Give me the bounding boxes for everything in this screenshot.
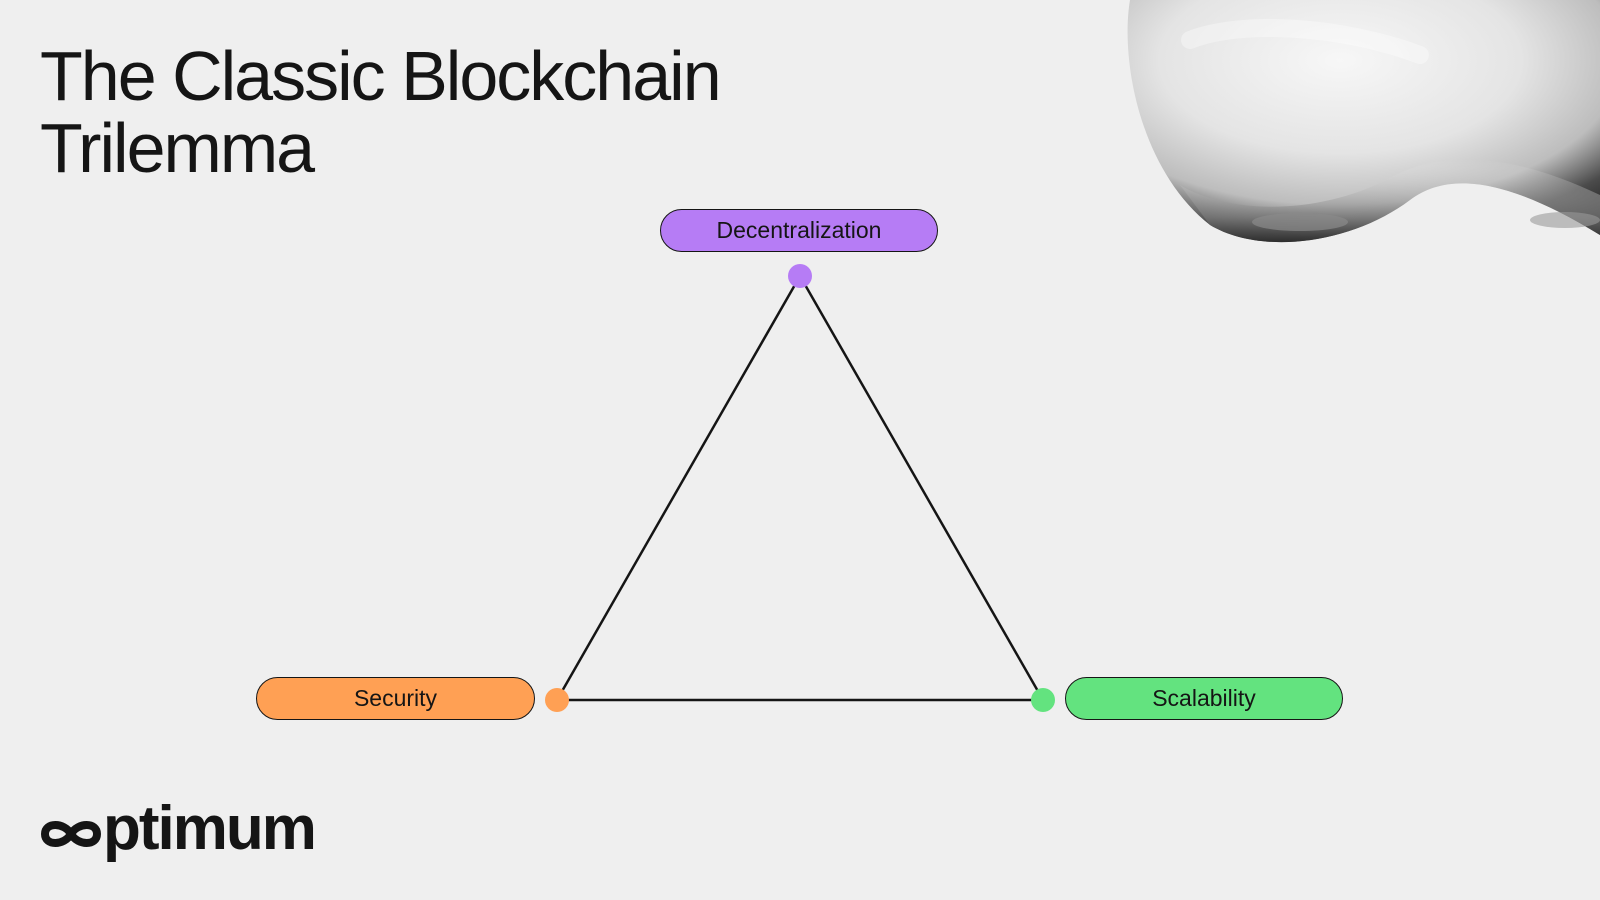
security-label: Security (256, 677, 535, 720)
page-title: The Classic Blockchain Trilemma (40, 37, 722, 187)
scalability-label: Scalability (1065, 677, 1343, 720)
edge-decentralization-security (555, 275, 802, 701)
title-line-2: Trilemma (40, 109, 315, 187)
logo-wordmark: ptimum (103, 794, 317, 863)
title-line-1: The Classic Blockchain (40, 37, 722, 115)
chrome-blob-decoration (1127, 0, 1600, 243)
node-dot-decentralization (788, 264, 812, 288)
decentralization-label: Decentralization (660, 209, 938, 252)
edge-decentralization-scalability (798, 275, 1045, 701)
optimum-logo: ptimum (40, 790, 317, 863)
infinity-loop-icon (41, 821, 101, 847)
node-dot-security (545, 688, 569, 712)
node-dot-scalability (1031, 688, 1055, 712)
